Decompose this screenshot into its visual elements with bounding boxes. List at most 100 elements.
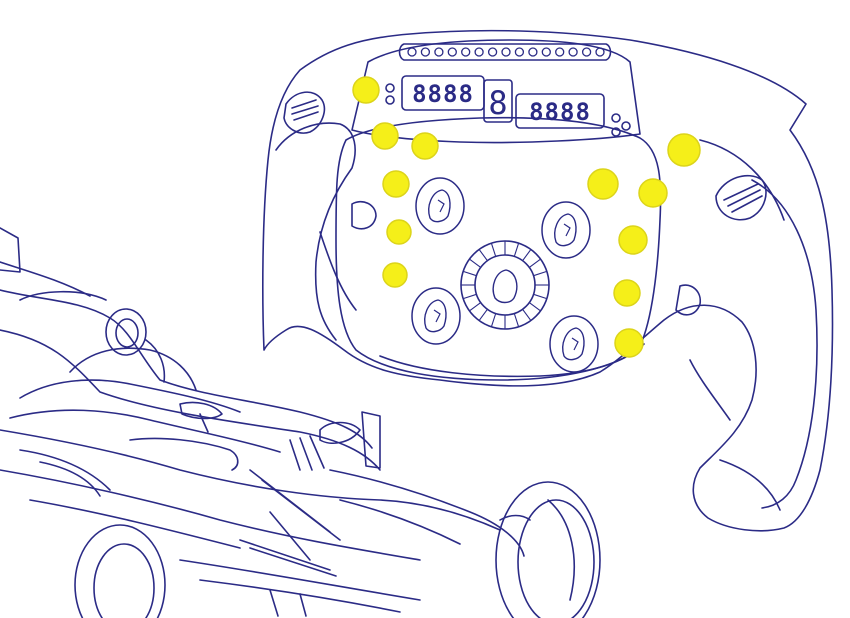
cockpit-rim bbox=[19, 379, 241, 413]
highlighted-button[interactable] bbox=[386, 219, 412, 245]
nose-cone-lower bbox=[339, 499, 461, 545]
rotary-spoke bbox=[490, 313, 497, 327]
rotary-dial[interactable] bbox=[415, 177, 465, 235]
center-plate bbox=[335, 116, 662, 381]
right-side-toggle[interactable] bbox=[675, 284, 702, 316]
rotary-spoke bbox=[478, 249, 488, 262]
shift-light bbox=[407, 47, 417, 57]
front-wing-flap bbox=[179, 559, 421, 613]
rotary-spoke bbox=[478, 308, 488, 321]
nose-cone bbox=[329, 469, 525, 557]
highlighted-button[interactable] bbox=[618, 225, 648, 255]
rotary-spoke bbox=[463, 293, 477, 300]
front-suspension-lower bbox=[239, 539, 337, 577]
left-display-digits: 8888 bbox=[412, 80, 474, 108]
shift-light bbox=[447, 47, 457, 57]
highlighted-button[interactable] bbox=[382, 170, 410, 198]
bargeboard-vanes bbox=[289, 435, 325, 471]
highlighted-button[interactable] bbox=[667, 133, 701, 167]
shift-lights bbox=[407, 47, 605, 57]
mirror-stalk bbox=[199, 413, 209, 433]
barge-board bbox=[319, 421, 361, 444]
sidepod-upper bbox=[0, 329, 381, 471]
central-rotary-spokes bbox=[461, 241, 549, 329]
rotary-spoke bbox=[513, 243, 520, 257]
chassis-lower bbox=[0, 429, 501, 531]
right-grip bbox=[751, 179, 818, 509]
shift-light bbox=[461, 47, 471, 57]
highlighted-button[interactable] bbox=[613, 279, 641, 307]
left-led-cluster bbox=[385, 83, 395, 105]
rotary-dials bbox=[411, 177, 599, 373]
left-side-toggle[interactable] bbox=[351, 200, 377, 230]
upper-right-thumb-wheel[interactable] bbox=[715, 174, 767, 221]
rotary-spoke bbox=[490, 243, 497, 257]
wheel-outer-shell bbox=[262, 29, 834, 532]
front-left-tyre-inner bbox=[93, 543, 155, 618]
rotary-spoke bbox=[513, 313, 520, 327]
front-suspension-upper bbox=[249, 469, 341, 541]
highlighted-button[interactable] bbox=[352, 76, 380, 104]
right-grip-lower bbox=[719, 459, 781, 511]
left-grip bbox=[275, 122, 356, 341]
cockpit-surround bbox=[69, 347, 197, 391]
rotary-dial[interactable] bbox=[411, 287, 461, 345]
car-body-top bbox=[0, 289, 373, 449]
airbox-inner bbox=[115, 318, 139, 348]
shift-light bbox=[581, 47, 592, 57]
sidepod-detail bbox=[19, 449, 111, 497]
highlighted-button[interactable] bbox=[411, 132, 439, 160]
right-led-cluster bbox=[611, 113, 631, 137]
shift-light bbox=[474, 47, 484, 57]
airbox-intake bbox=[105, 308, 147, 356]
shift-light bbox=[528, 47, 538, 57]
shift-light bbox=[514, 47, 525, 57]
front-left-tyre bbox=[74, 524, 166, 618]
push-rod bbox=[269, 511, 311, 561]
rotary-spoke bbox=[522, 308, 532, 321]
shift-light bbox=[501, 47, 511, 57]
rotary-spoke bbox=[469, 302, 482, 312]
rotary-dial[interactable] bbox=[549, 315, 599, 373]
central-multifunction-rotary[interactable] bbox=[460, 240, 550, 330]
rotary-dial[interactable] bbox=[541, 201, 591, 259]
highlighted-button[interactable] bbox=[614, 328, 644, 358]
floor-edge bbox=[0, 469, 421, 561]
highlighted-button[interactable] bbox=[382, 262, 408, 288]
shift-light-bar bbox=[398, 43, 612, 61]
front-brake-duct bbox=[499, 514, 531, 521]
upper-left-thumb-wheel[interactable] bbox=[283, 91, 326, 134]
right-grip-inner bbox=[689, 139, 785, 421]
f1-car-outline bbox=[0, 227, 601, 618]
nose-camera-pod bbox=[361, 411, 381, 469]
chassis-panel bbox=[129, 437, 239, 471]
rotary-spoke bbox=[533, 270, 547, 277]
rotary-spoke bbox=[528, 302, 541, 312]
right-display-digits: 8888 bbox=[529, 98, 591, 126]
rotary-spoke bbox=[528, 258, 541, 268]
lower-bezel bbox=[379, 343, 645, 378]
front-right-rim bbox=[547, 499, 576, 601]
highlighted-button[interactable] bbox=[587, 168, 619, 200]
highlighted-button[interactable] bbox=[371, 122, 399, 150]
floor-edge-inner bbox=[29, 499, 241, 549]
shift-light bbox=[420, 47, 431, 57]
shift-light bbox=[568, 47, 578, 57]
shift-light bbox=[434, 47, 444, 57]
center-display-frame bbox=[483, 79, 513, 123]
rotary-spoke bbox=[463, 270, 477, 277]
mirror bbox=[179, 401, 223, 420]
rotary-spoke bbox=[533, 293, 547, 300]
right-display-frame bbox=[515, 93, 605, 129]
center-display-digit: 8 bbox=[488, 84, 507, 122]
rotary-dial-center-knob bbox=[492, 269, 518, 304]
highlighted-button[interactable] bbox=[638, 178, 668, 208]
cockpit-side bbox=[9, 409, 281, 453]
shift-light bbox=[555, 47, 565, 57]
shift-light bbox=[487, 47, 498, 57]
rotary-spoke bbox=[469, 258, 482, 268]
shift-light bbox=[541, 47, 551, 57]
front-right-tyre bbox=[495, 481, 601, 618]
